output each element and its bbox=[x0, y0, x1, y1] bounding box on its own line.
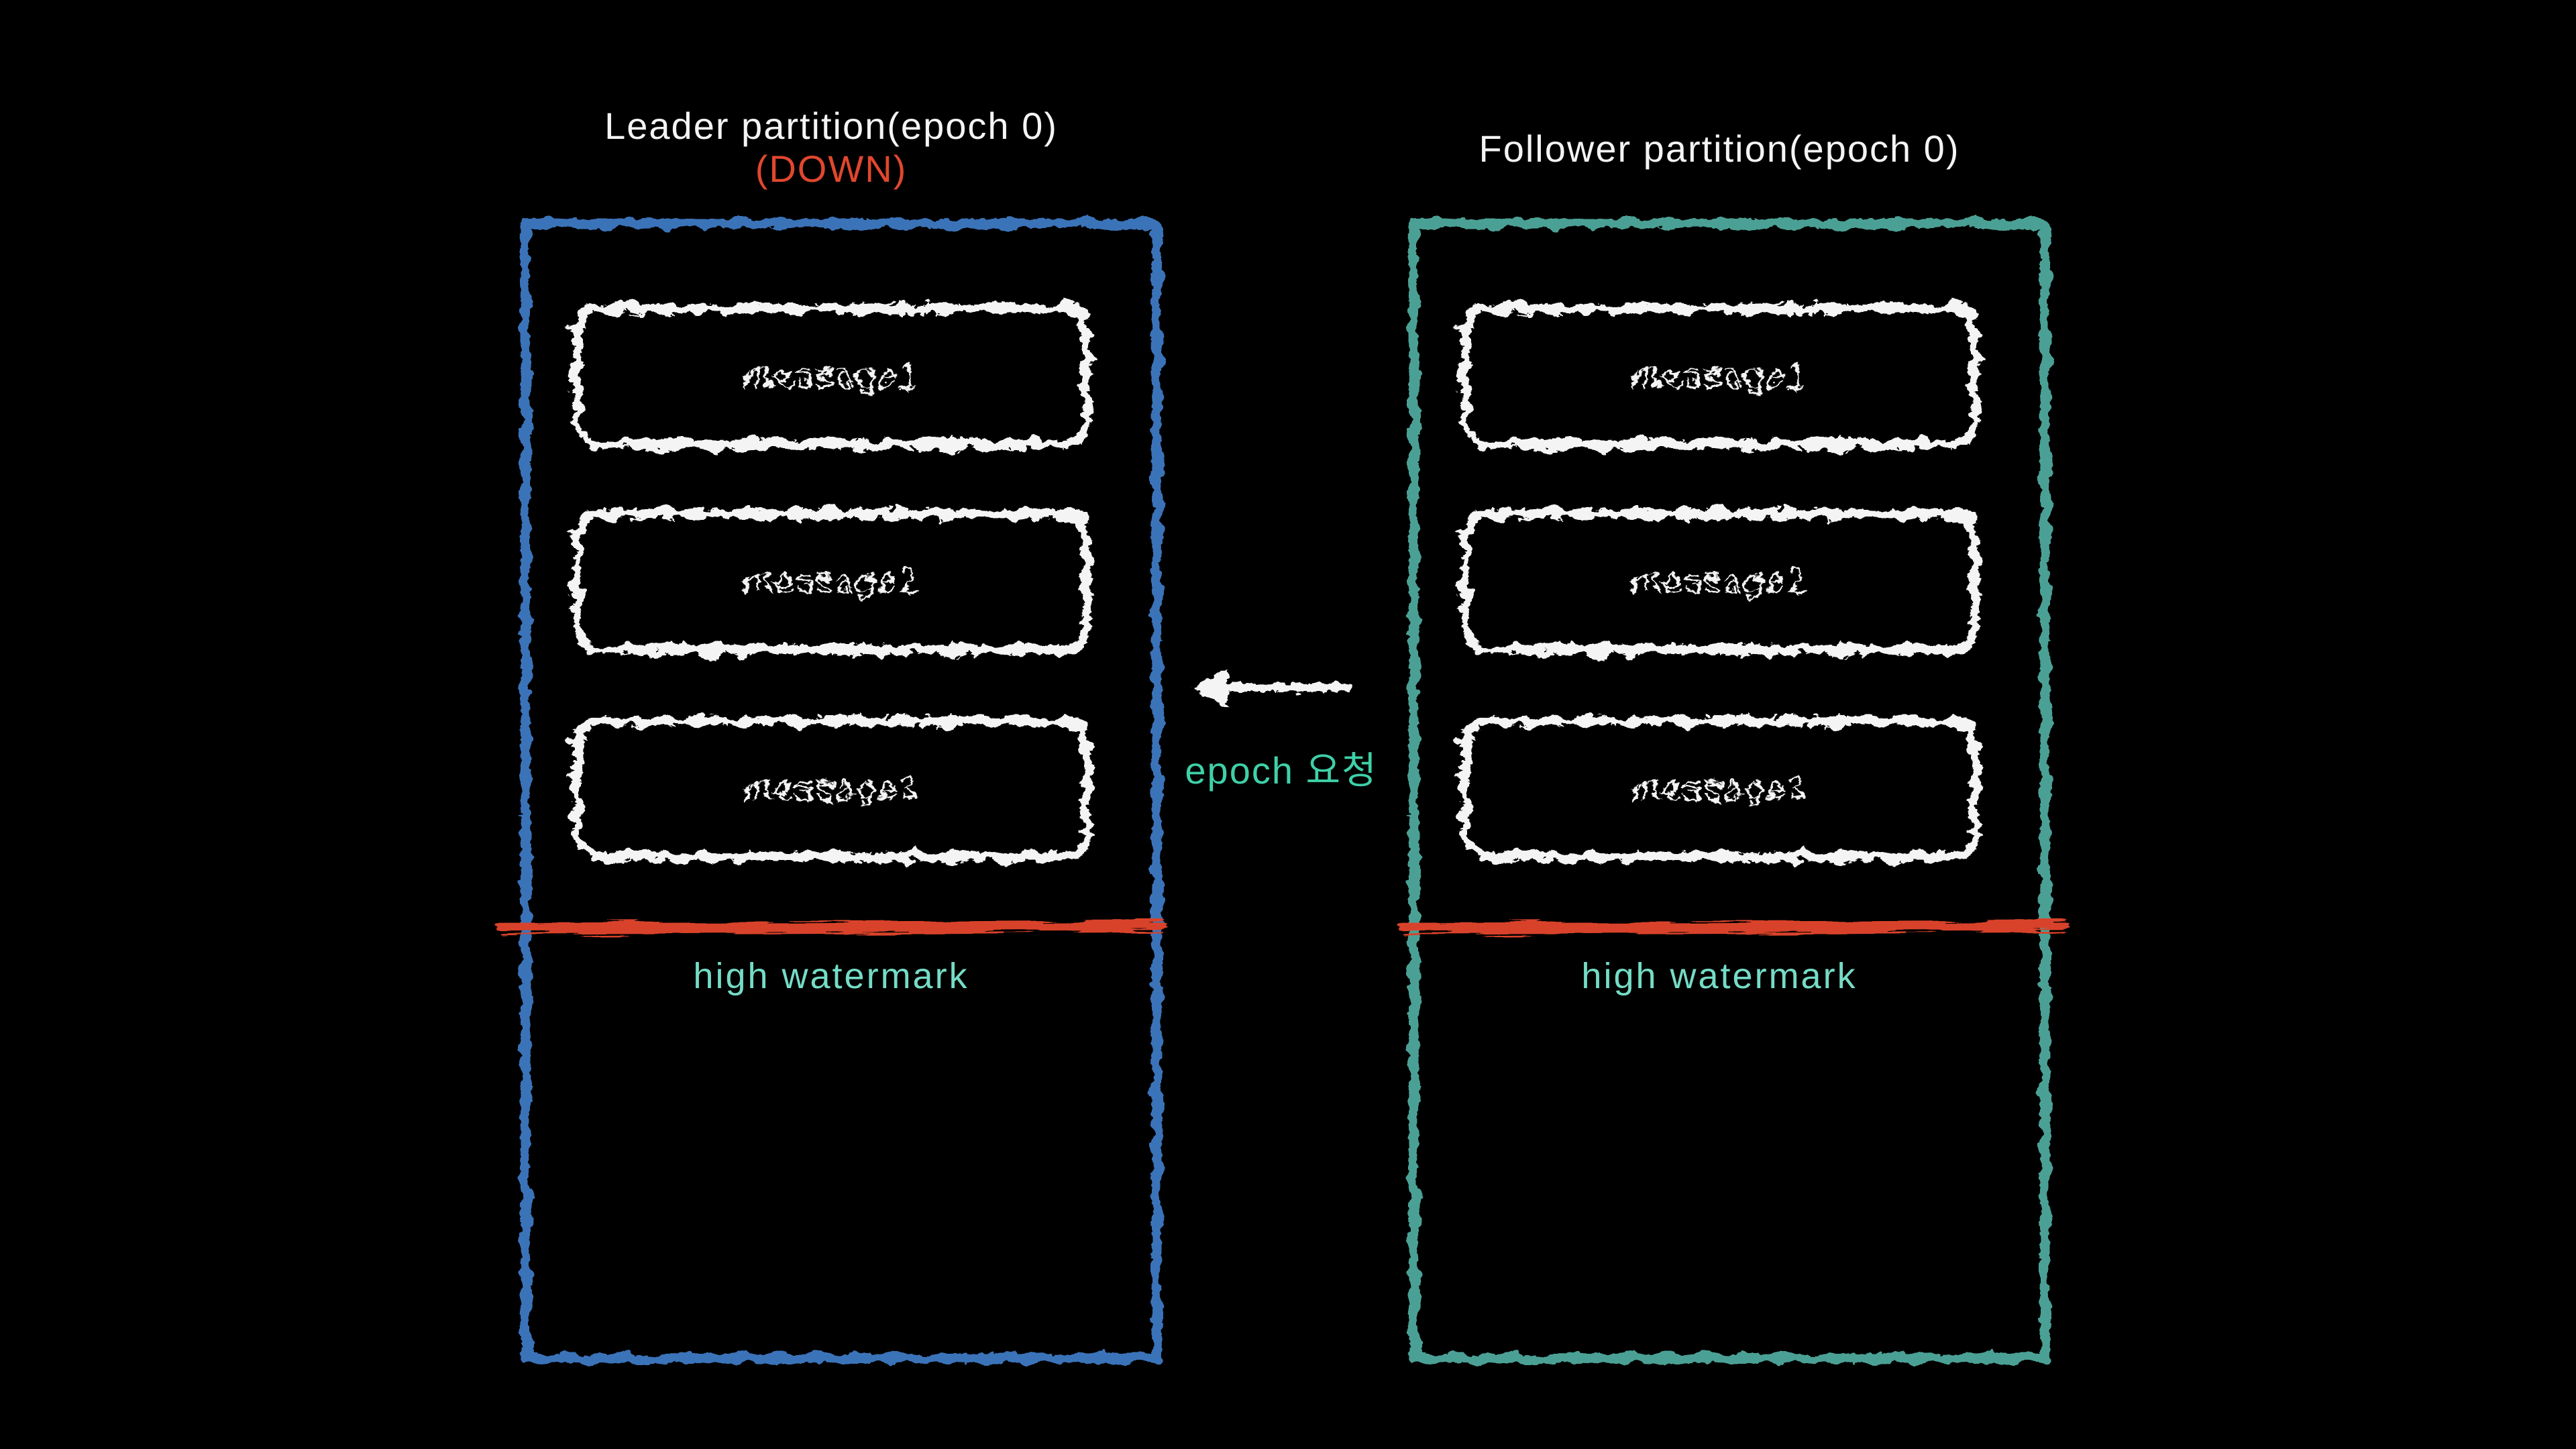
follower-message-box-1: message1 bbox=[1460, 304, 1980, 449]
leader-message-2-label: message2 bbox=[743, 562, 920, 601]
leader-partition-title: Leader partition(epoch 0) (DOWN) bbox=[453, 105, 1209, 191]
follower-message-1-label: message1 bbox=[1631, 357, 1809, 396]
leader-status-down: (DOWN) bbox=[755, 148, 908, 190]
follower-message-box-3: message3 bbox=[1460, 716, 1980, 861]
leader-message-1-label: message1 bbox=[743, 357, 920, 396]
follower-high-watermark-label: high watermark bbox=[1581, 956, 1858, 996]
follower-message-box-2: message2 bbox=[1460, 509, 1980, 654]
leader-message-3-label: message3 bbox=[743, 769, 920, 808]
leader-message-box-1: message1 bbox=[572, 304, 1091, 449]
leader-message-box-2: message2 bbox=[572, 509, 1091, 654]
follower-partition-box: message1 message2 message3 bbox=[1409, 219, 2050, 1363]
epoch-request-arrow-icon bbox=[1193, 668, 1351, 707]
leader-message-box-3: message3 bbox=[572, 716, 1091, 861]
leader-title-text: Leader partition(epoch 0) bbox=[604, 105, 1058, 147]
epoch-request-label: epoch 요청 bbox=[1185, 749, 1378, 792]
leader-partition-box: message1 message2 message3 bbox=[521, 219, 1162, 1363]
follower-title-text: Follower partition(epoch 0) bbox=[1479, 127, 1960, 170]
leader-high-watermark-label: high watermark bbox=[693, 956, 969, 996]
follower-partition-title: Follower partition(epoch 0) bbox=[1342, 127, 2097, 170]
follower-message-2-label: message2 bbox=[1631, 562, 1809, 601]
follower-message-3-label: message3 bbox=[1631, 769, 1809, 808]
